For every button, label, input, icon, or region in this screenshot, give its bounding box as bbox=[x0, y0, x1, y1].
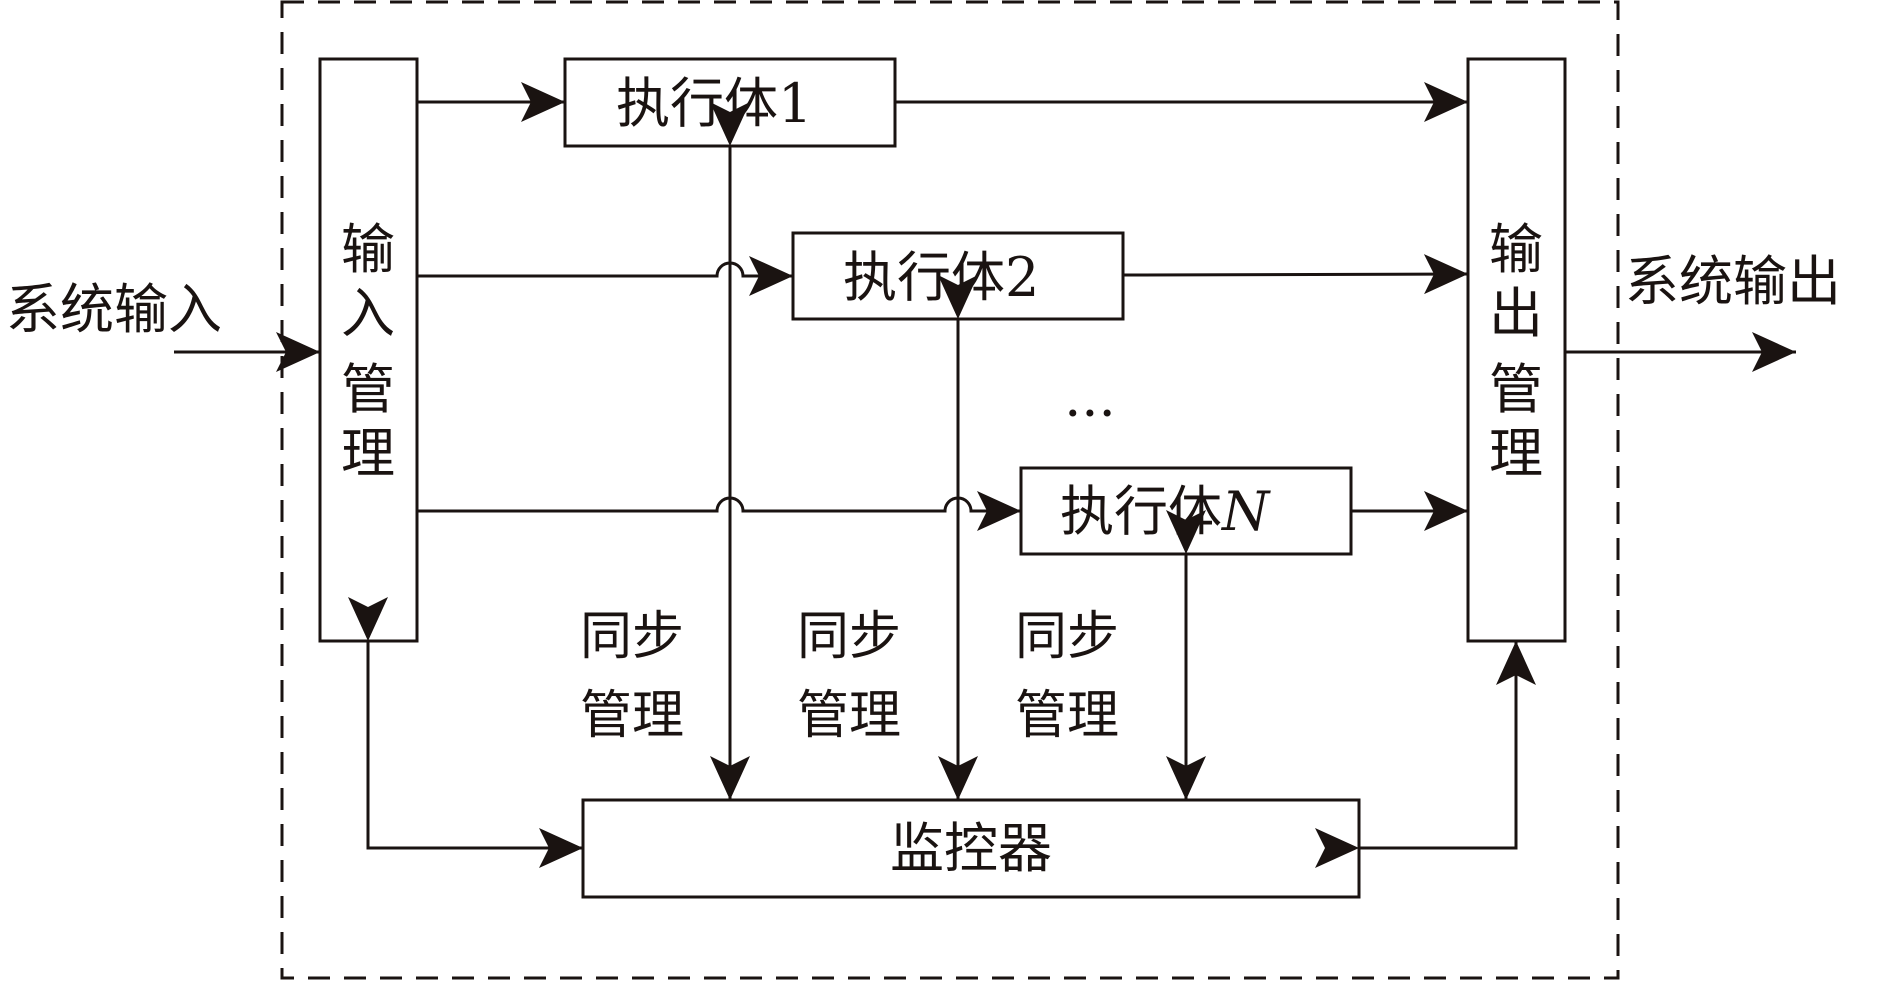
sync-label-2-line2: 管理 bbox=[797, 686, 901, 746]
monitor-label: 监控器 bbox=[890, 817, 1052, 880]
input-manager-char-2: 入 bbox=[341, 282, 395, 345]
monitor-link-output-manager bbox=[1315, 641, 1536, 868]
sync-label-3-line1: 同步 bbox=[1015, 607, 1119, 667]
input-manager-box: 输 入 管 理 bbox=[318, 57, 419, 643]
sync-label-1-line2: 管理 bbox=[580, 686, 684, 746]
flow-input-to-executor-n bbox=[417, 491, 1021, 531]
executor-2-box: 执行体2 bbox=[791, 231, 1125, 321]
input-manager-char-3: 管 bbox=[341, 358, 395, 421]
sync-label-2-line1: 同步 bbox=[797, 607, 901, 667]
system-boundary bbox=[280, 0, 1620, 980]
monitor-link-input-manager bbox=[348, 597, 583, 868]
output-manager-char-1: 输 bbox=[1489, 218, 1543, 281]
executor-n-label: 执行体N bbox=[1060, 480, 1271, 543]
system-output-label: 系统输出 bbox=[1625, 250, 1841, 313]
output-manager-char-2: 出 bbox=[1489, 282, 1543, 345]
executor-1-label: 执行体1 bbox=[616, 72, 812, 135]
sync-label-1-line1: 同步 bbox=[580, 607, 684, 667]
system-input-label: 系统输入 bbox=[6, 278, 222, 341]
output-manager-char-3: 管 bbox=[1489, 358, 1543, 421]
flow-executor-2-to-output bbox=[1122, 254, 1469, 295]
input-manager-char-4: 理 bbox=[341, 422, 395, 485]
monitor-box: 监控器 bbox=[581, 798, 1361, 899]
input-manager-char-1: 输 bbox=[341, 218, 395, 281]
executor-1-box: 执行体1 bbox=[563, 57, 897, 148]
output-manager-char-4: 理 bbox=[1489, 422, 1543, 485]
sync-label-3-line2: 管理 bbox=[1015, 686, 1119, 746]
executor-n-box: 执行体N bbox=[1019, 466, 1353, 556]
ellipsis: ··· bbox=[1064, 382, 1116, 445]
output-manager-box: 输 出 管 理 bbox=[1466, 57, 1567, 643]
flow-input-to-executor-2 bbox=[417, 256, 793, 296]
executor-2-label: 执行体2 bbox=[843, 246, 1039, 309]
